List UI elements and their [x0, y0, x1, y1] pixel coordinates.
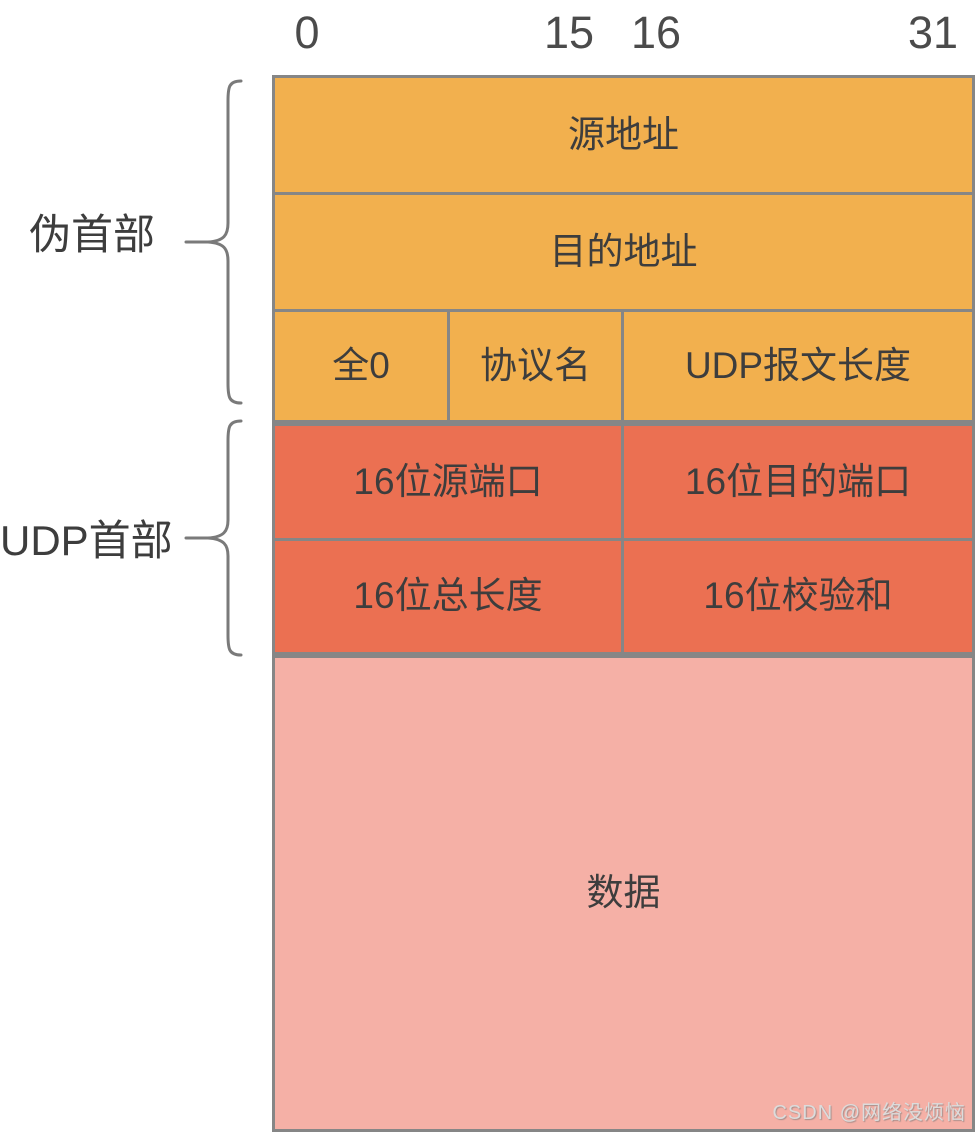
- csdn-watermark: CSDN @网络没烦恼: [772, 1102, 966, 1124]
- data-label: 数据: [586, 872, 661, 914]
- field-destination-port: 16位目的端口: [624, 426, 972, 538]
- udp-header-brace: [184, 419, 243, 657]
- axis-tick-31: 31: [907, 7, 959, 58]
- axis-tick-16: 16: [630, 7, 682, 58]
- field-total-length: 16位总长度: [275, 541, 621, 652]
- pseudo-header-brace: [184, 79, 243, 405]
- field-source-port: 16位源端口: [275, 426, 621, 538]
- field-data: 数据 CSDN @网络没烦恼: [275, 658, 972, 1129]
- udp-header-section: 16位源端口 16位目的端口 16位总长度 16位校验和: [272, 423, 975, 655]
- axis-tick-15: 15: [543, 7, 595, 58]
- field-protocol-name: 协议名: [450, 312, 621, 420]
- pseudo-header-label: 伪首部: [28, 211, 155, 258]
- axis-tick-0: 0: [294, 7, 320, 58]
- field-udp-length: UDP报文长度: [624, 312, 972, 420]
- udp-header-label: UDP首部: [0, 517, 173, 564]
- field-destination-address: 目的地址: [275, 195, 972, 309]
- field-checksum: 16位校验和: [624, 541, 972, 652]
- field-source-address: 源地址: [275, 78, 972, 192]
- pseudo-header-section: 源地址 目的地址 全0 协议名 UDP报文长度: [272, 75, 975, 423]
- data-section: 数据 CSDN @网络没烦恼: [272, 655, 975, 1132]
- field-all-zero: 全0: [275, 312, 447, 420]
